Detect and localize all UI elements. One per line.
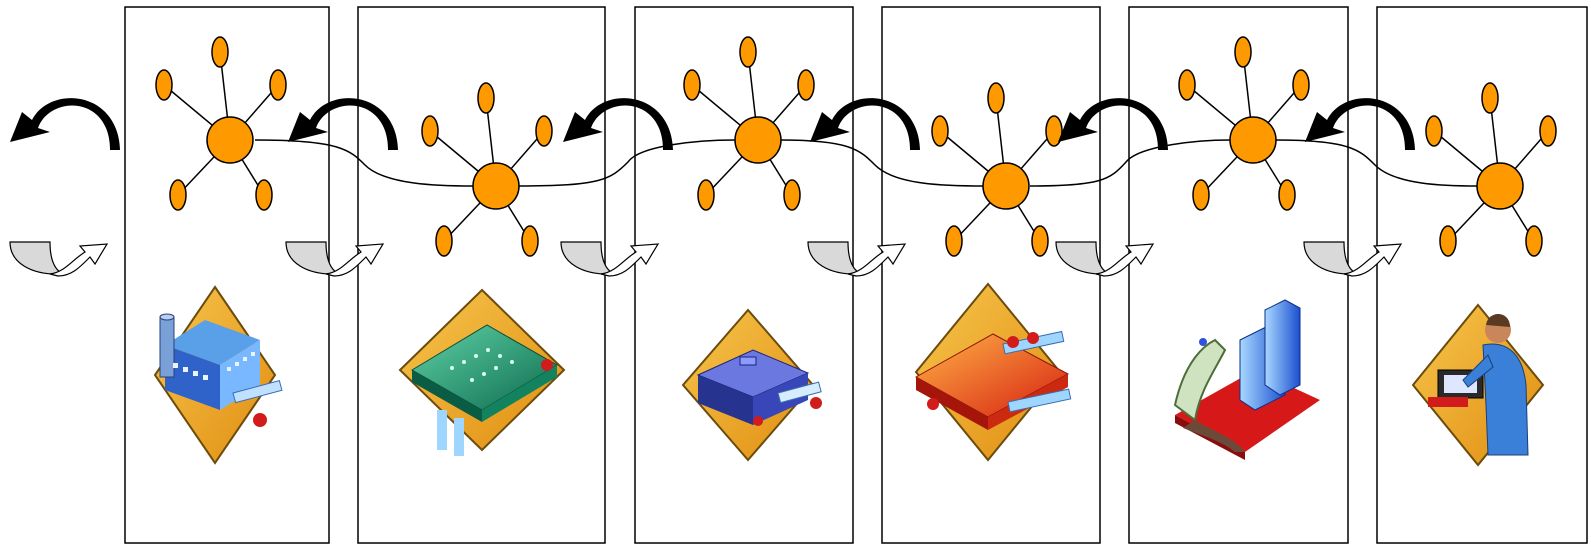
hub-node (472, 162, 520, 210)
hub-network (155, 36, 1557, 257)
satellite-node (1481, 82, 1499, 114)
hub-node (1229, 116, 1277, 164)
satellite-node (683, 69, 701, 101)
satellite-node (1292, 69, 1310, 101)
curved-arrow-left-icon (1058, 98, 1168, 150)
satellite-node (1539, 115, 1557, 147)
satellite-node (435, 225, 453, 257)
satellite-node (931, 115, 949, 147)
panel-3 (634, 6, 854, 544)
hub-5 (1178, 36, 1310, 211)
black-arrows (10, 98, 1415, 150)
cycle-arrow-icon (807, 241, 907, 277)
satellite-node (1439, 225, 1457, 257)
factory-building-icon (153, 285, 283, 465)
satellite-node (1045, 115, 1063, 147)
satellite-node (987, 82, 1005, 114)
hub-node (1476, 162, 1524, 210)
hub-node (734, 116, 782, 164)
satellite-node (1525, 225, 1543, 257)
satellite-node (521, 225, 539, 257)
satellite-node (421, 115, 439, 147)
satellite-node (1031, 225, 1049, 257)
cycle-arrow-icon (285, 241, 385, 277)
satellite-node (739, 36, 757, 68)
curved-arrow-left-icon (563, 98, 673, 150)
blue-server-box-icon (681, 308, 822, 462)
hub-2 (421, 82, 553, 257)
satellite-node (211, 36, 229, 68)
hub-4 (931, 82, 1063, 257)
satellite-node (783, 179, 801, 211)
red-circuit-board-icon (914, 282, 1072, 462)
satellite-node (1425, 115, 1443, 147)
satellite-node (155, 69, 173, 101)
panel-5 (1128, 6, 1349, 544)
curved-arrow-left-icon (1305, 98, 1415, 150)
satellite-node (535, 115, 553, 147)
hub-3 (683, 36, 815, 211)
worker-at-computer-icon (1411, 303, 1545, 467)
satellite-node (697, 179, 715, 211)
satellite-node (797, 69, 815, 101)
cycle-arrows (9, 241, 1403, 277)
panel-6 (1376, 6, 1588, 544)
green-circuit-board-icon (398, 288, 566, 456)
satellite-node (269, 69, 287, 101)
hub-1 (155, 36, 287, 211)
city-buildings-landscape-icon (1173, 299, 1320, 460)
hub-chain-connector (254, 139, 1479, 187)
satellite-node (1234, 36, 1252, 68)
hub-6 (1425, 82, 1557, 257)
hub-node (982, 162, 1030, 210)
satellite-node (255, 179, 273, 211)
satellite-node (477, 82, 495, 114)
satellite-node (945, 225, 963, 257)
cycle-arrow-icon (1055, 241, 1155, 277)
satellite-node (1178, 69, 1196, 101)
curved-arrow-left-icon (288, 98, 398, 150)
satellite-node (1192, 179, 1210, 211)
hub-node (206, 116, 254, 164)
cycle-arrow-icon (1303, 241, 1403, 277)
cycle-arrow-icon (560, 241, 660, 277)
curved-arrow-left-icon (10, 98, 120, 150)
curved-arrow-left-icon (810, 98, 920, 150)
satellite-node (169, 179, 187, 211)
cycle-arrow-icon (9, 241, 109, 277)
satellite-node (1278, 179, 1296, 211)
